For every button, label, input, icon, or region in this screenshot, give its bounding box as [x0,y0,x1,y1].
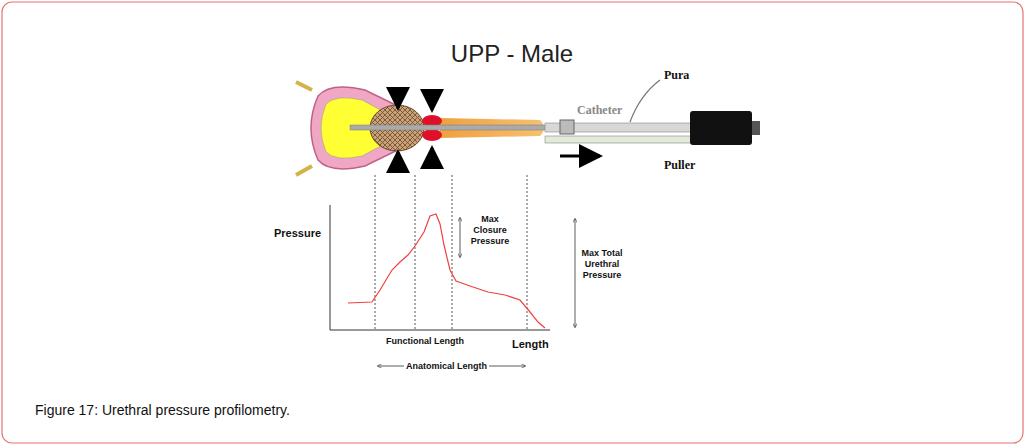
part-label: Pura [664,68,689,82]
axis-label: Anatomical Length [404,361,489,372]
axis-label: Pressure [274,227,321,240]
diagram-title: UPP - Male [451,40,573,68]
measure-label: Max Total Urethral Pressure [578,248,626,280]
part-label: Catheter [577,103,622,117]
figure-caption: Figure 17: Urethral pressure profilometr… [35,402,290,418]
part-label: Puller [664,158,695,172]
axis-label: Length [512,338,549,351]
axis-label: Functional Length [384,336,466,347]
measure-label: Max Closure Pressure [468,214,512,246]
